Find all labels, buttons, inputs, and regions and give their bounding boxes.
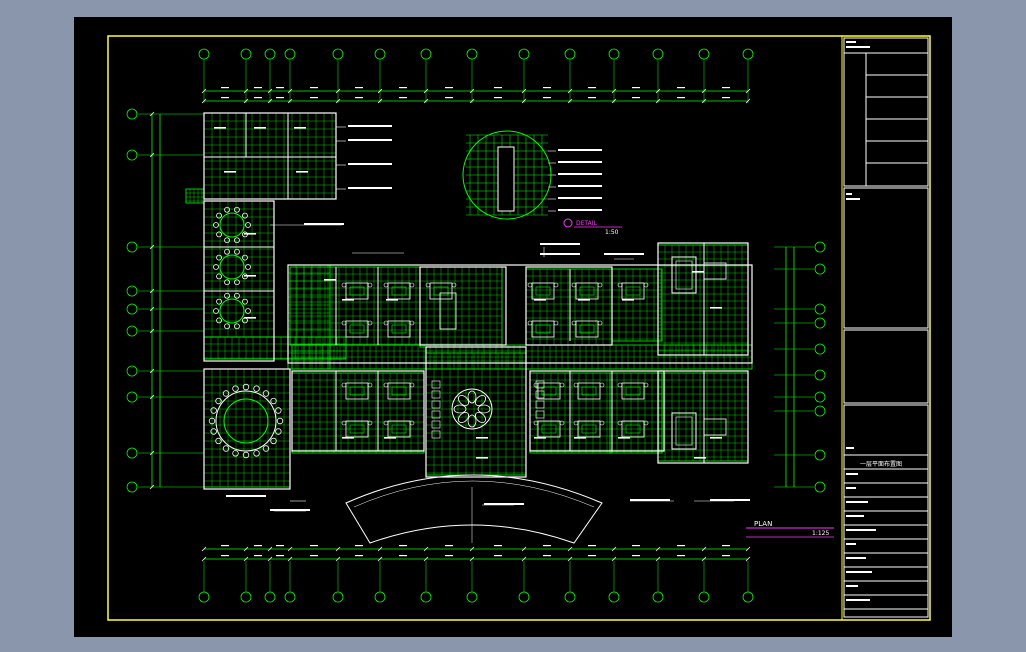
axis-bubble [608, 48, 620, 60]
floor-plan-drawing: 一层平面布置图 DETAIL 1:50 PLAN 1:125 [107, 35, 931, 621]
axis-bubble [742, 591, 754, 603]
floor-tile-grid [185, 112, 753, 488]
axis-bubble [374, 591, 386, 603]
axis-bubble [126, 303, 138, 315]
grid-axes-bottom [198, 545, 754, 603]
axis-bubble [264, 48, 276, 60]
axis-bubble [814, 391, 826, 403]
axis-bubble [814, 405, 826, 417]
axis-bubble [332, 48, 344, 60]
sheet-title: 一层平面布置图 [860, 460, 902, 468]
plan-scale: 1:125 [812, 530, 829, 537]
axis-bubble [126, 149, 138, 161]
title-block [841, 35, 931, 621]
axis-bubble [126, 481, 138, 493]
axis-bubble [698, 591, 710, 603]
axis-bubble [126, 447, 138, 459]
axis-bubble [240, 48, 252, 60]
axis-bubble [518, 48, 530, 60]
axis-bubble [332, 591, 344, 603]
axis-bubble [564, 591, 576, 603]
axis-bubble [198, 48, 210, 60]
grid-axes-right [774, 241, 826, 493]
axis-bubble [814, 481, 826, 493]
grid-axes-left [126, 108, 204, 493]
grid-axes-top [198, 48, 754, 104]
axis-bubble [126, 391, 138, 403]
axis-bubble [126, 108, 138, 120]
axis-bubble [652, 591, 664, 603]
detail-callout: DETAIL 1:50 [462, 130, 622, 236]
axis-bubble [742, 48, 754, 60]
axis-bubble [240, 591, 252, 603]
entrance-canopy [345, 474, 603, 544]
axis-bubble [420, 48, 432, 60]
detail-label: DETAIL [576, 220, 597, 227]
axis-bubble [698, 48, 710, 60]
axis-bubble [466, 48, 478, 60]
plan-label: PLAN [754, 520, 772, 528]
cad-drawing-canvas[interactable]: 一层平面布置图 DETAIL 1:50 PLAN 1:125 [74, 17, 952, 637]
axis-bubble [374, 48, 386, 60]
axis-bubble [814, 317, 826, 329]
axis-bubble [126, 285, 138, 297]
axis-bubble [814, 303, 826, 315]
drawing-frame [107, 35, 931, 621]
wall-lines [203, 112, 753, 490]
furniture-symbols [208, 206, 727, 459]
axis-bubble [814, 343, 826, 355]
axis-bubble [466, 591, 478, 603]
axis-bubble [284, 591, 296, 603]
axis-bubble [264, 591, 276, 603]
axis-bubble [814, 449, 826, 461]
detail-scale: 1:50 [605, 229, 619, 236]
axis-bubble [126, 365, 138, 377]
axis-bubble [198, 591, 210, 603]
axis-bubble [564, 48, 576, 60]
axis-bubble [518, 591, 530, 603]
axis-bubble [814, 241, 826, 253]
annotation-leaders [214, 125, 750, 512]
axis-bubble [126, 325, 138, 337]
axis-bubble [814, 263, 826, 275]
axis-bubble [608, 591, 620, 603]
axis-bubble [652, 48, 664, 60]
axis-bubble [284, 48, 296, 60]
axis-bubble [814, 369, 826, 381]
plan-title: PLAN 1:125 [746, 520, 834, 538]
axis-bubble [420, 591, 432, 603]
axis-bubble [126, 241, 138, 253]
